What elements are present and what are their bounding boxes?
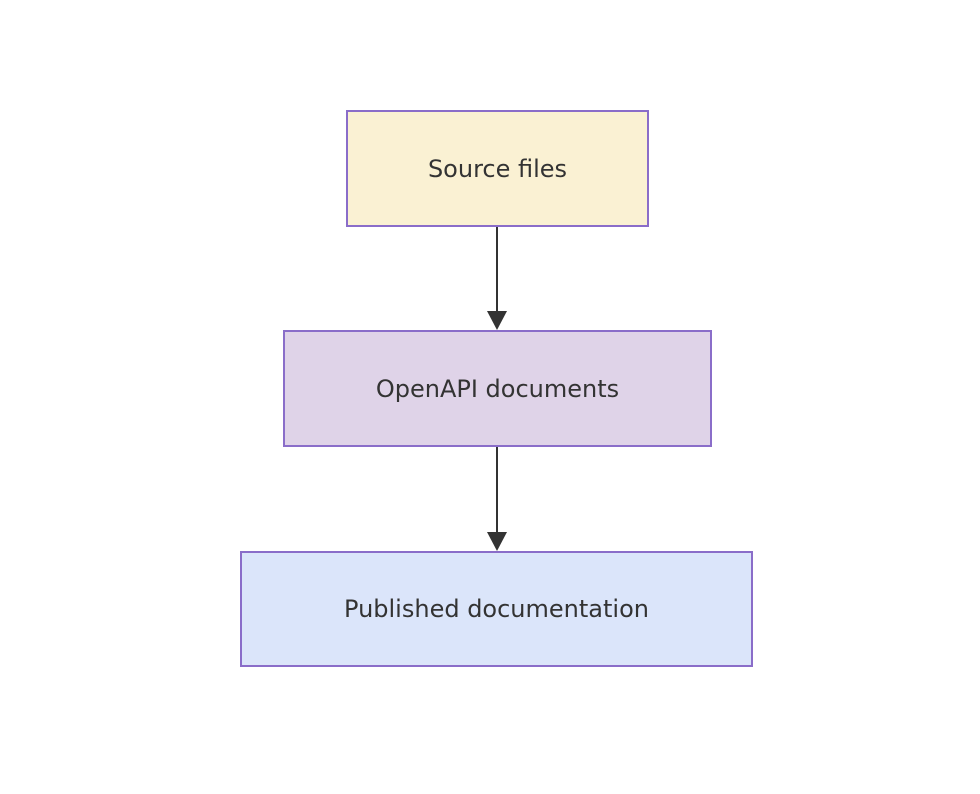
- flow-arrow-source-to-openapi: [487, 227, 507, 330]
- node-label-openapi-documents: OpenAPI documents: [375, 374, 620, 403]
- node-source-files: Source files: [346, 110, 649, 227]
- arrow-head-icon: [487, 311, 507, 330]
- node-openapi-documents: OpenAPI documents: [283, 330, 712, 447]
- node-published-documentation: Published documentation: [240, 551, 753, 667]
- node-label-source-files: Source files: [427, 154, 568, 183]
- node-label-published-documentation: Published documentation: [344, 595, 649, 623]
- arrow-head-icon: [487, 532, 507, 551]
- flow-arrow-openapi-to-published: [487, 447, 507, 551]
